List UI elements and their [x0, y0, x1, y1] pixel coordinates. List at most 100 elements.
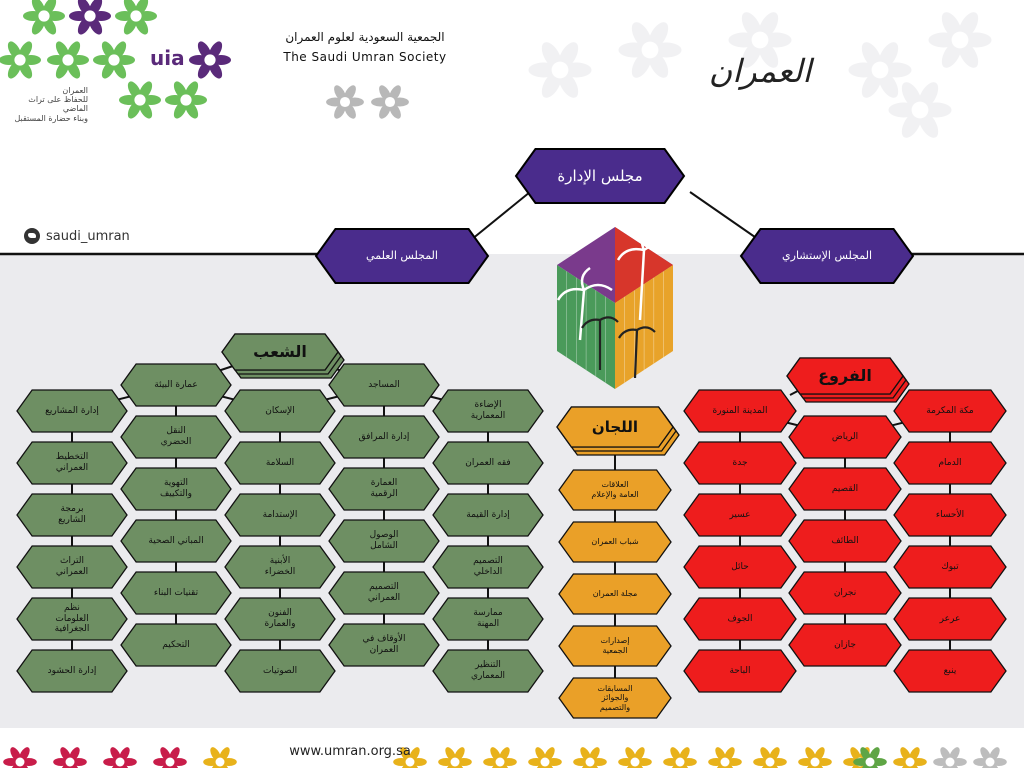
division-node-2-3-shape [224, 545, 336, 589]
division-node-4-5-shape [432, 649, 544, 693]
header-star-faint-4 [928, 12, 992, 68]
footer-star-16 [853, 747, 887, 768]
division-node-0-2-shape [16, 493, 128, 537]
division-node-1-5-shape [120, 623, 232, 667]
branch-node-2-5-shape [893, 649, 1007, 693]
twitter-link[interactable]: saudi_umran [24, 228, 130, 244]
header-star-faint-3 [848, 42, 912, 98]
footer-star-6 [438, 747, 472, 768]
footer-star-11 [663, 747, 697, 768]
logo-star-3 [0, 41, 41, 79]
footer-star-8 [528, 747, 562, 768]
footer-star-19 [973, 747, 1007, 768]
branch-node-1-1-shape [788, 467, 902, 511]
division-node-3-4-shape [328, 571, 440, 615]
footer-star-14 [798, 747, 832, 768]
division-node-3-5-shape [328, 623, 440, 667]
footer-star-18 [933, 747, 967, 768]
umran-calligraphy: العمران [708, 52, 812, 90]
branch-node-0-3-shape [683, 545, 797, 589]
branch-node-2-4-shape [893, 597, 1007, 641]
divisions-title-shape [221, 333, 339, 371]
division-node-1-2-shape [120, 467, 232, 511]
umran-cube-emblem [556, 226, 673, 389]
division-node-3-1-shape [328, 415, 440, 459]
division-node-3-3-shape [328, 519, 440, 563]
division-node-2-5-shape [224, 649, 336, 693]
division-node-0-1-shape [16, 441, 128, 485]
logo-star-4 [47, 41, 89, 79]
footer-star-9 [573, 747, 607, 768]
branch-node-1-4-shape [788, 623, 902, 667]
footer-star-4 [203, 747, 237, 768]
branches-title-shape [786, 357, 904, 395]
branch-node-0-2-shape [683, 493, 797, 537]
division-node-3-2-shape [328, 467, 440, 511]
society-name-arabic: الجمعية السعودية لعلوم العمران [285, 30, 445, 44]
branch-node-1-2-shape [788, 519, 902, 563]
branch-node-2-3-shape [893, 545, 1007, 589]
division-node-1-0-shape [120, 363, 232, 407]
website-url[interactable]: www.umran.org.sa [289, 744, 411, 759]
footer-star-12 [708, 747, 742, 768]
division-node-3-0-shape [328, 363, 440, 407]
board-node-shape [514, 148, 686, 204]
header-star-grey-0 [326, 85, 364, 119]
committees-title-shape [556, 406, 674, 448]
footer-star-2 [103, 747, 137, 768]
division-node-2-1-shape [224, 441, 336, 485]
division-node-0-5-shape [16, 649, 128, 693]
branch-node-2-0-shape [893, 389, 1007, 433]
branch-node-0-5-shape [683, 649, 797, 693]
twitter-icon [24, 228, 40, 244]
branch-node-1-0-shape [788, 415, 902, 459]
branch-node-0-4-shape [683, 597, 797, 641]
division-node-4-2-shape [432, 493, 544, 537]
branch-node-2-1-shape [893, 441, 1007, 485]
footer-star-0 [3, 747, 37, 768]
footer-star-5 [393, 747, 427, 768]
committee-node-3-shape [558, 625, 672, 667]
header-star-faint-5 [888, 82, 952, 138]
branch-node-0-1-shape [683, 441, 797, 485]
division-node-2-0-shape [224, 389, 336, 433]
division-node-4-4-shape [432, 597, 544, 641]
logo-star-8 [165, 81, 207, 119]
branch-node-1-3-shape [788, 571, 902, 615]
division-node-4-3-shape [432, 545, 544, 589]
logo-star-2 [115, 0, 157, 35]
logo-star-1 [69, 0, 111, 35]
division-node-4-0-shape [432, 389, 544, 433]
header-star-faint-2 [728, 12, 792, 68]
logo-star-5 [93, 41, 135, 79]
footer-star-7 [483, 747, 517, 768]
uia-logo: uia [150, 46, 185, 70]
division-node-1-3-shape [120, 519, 232, 563]
branch-node-2-2-shape [893, 493, 1007, 537]
scientific-council-node-shape [314, 228, 490, 284]
logo-star-0 [23, 0, 65, 35]
footer-star-13 [753, 747, 787, 768]
division-node-2-2-shape [224, 493, 336, 537]
connector-board-scientific [465, 191, 531, 245]
division-node-0-4-shape [16, 597, 128, 641]
division-node-0-3-shape [16, 545, 128, 589]
society-name-english: The Saudi Umran Society [283, 50, 447, 64]
committee-node-0-shape [558, 469, 672, 511]
footer-star-1 [53, 747, 87, 768]
branch-node-0-0-shape [683, 389, 797, 433]
logo-star-7 [119, 81, 161, 119]
connector-board-advisory [689, 191, 766, 245]
division-node-0-0-shape [16, 389, 128, 433]
logo-star-6 [189, 41, 231, 79]
footer-star-3 [153, 747, 187, 768]
header-star-grey-1 [371, 85, 409, 119]
division-node-2-4-shape [224, 597, 336, 641]
committee-node-4-shape [558, 677, 672, 719]
division-node-1-4-shape [120, 571, 232, 615]
header-star-faint-1 [618, 22, 682, 78]
header-star-faint-0 [528, 42, 592, 98]
division-node-4-1-shape [432, 441, 544, 485]
twitter-handle: saudi_umran [46, 228, 130, 244]
